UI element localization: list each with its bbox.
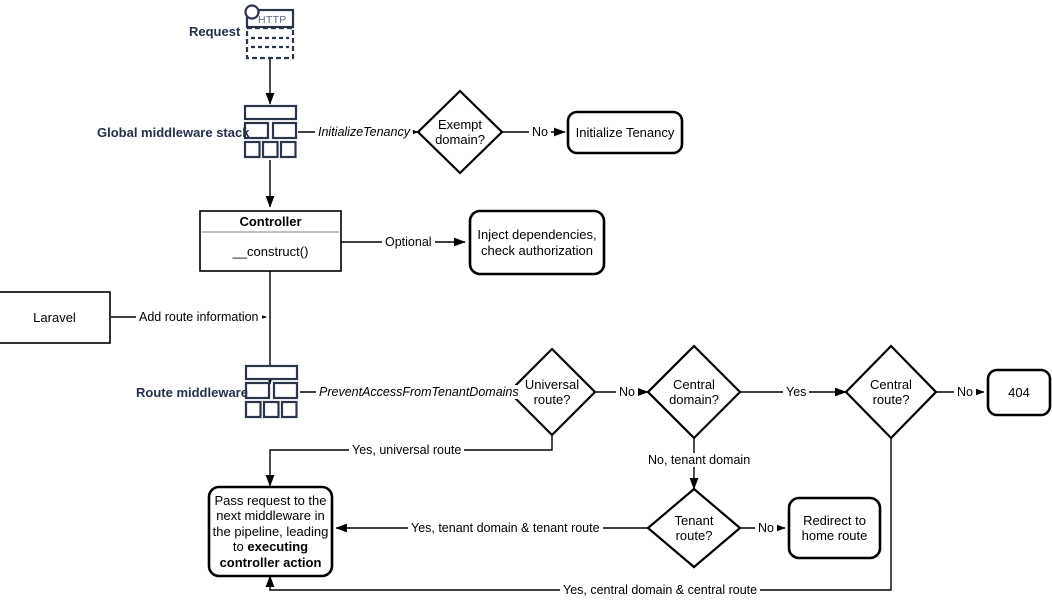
- node-pass-request-bold2: controller action: [219, 554, 322, 570]
- edge-label-yes-universal-route: Yes, universal route: [349, 443, 465, 457]
- decision-universal-route-label: Universal route?: [509, 371, 595, 413]
- decision-tenant-route-line2: route?: [675, 528, 713, 543]
- node-inject-dependencies[interactable]: [468, 209, 606, 276]
- node-pass-request-to-word: to: [232, 539, 248, 555]
- node-controller[interactable]: [199, 210, 342, 272]
- decision-central-domain-line1: Central: [673, 376, 715, 392]
- decision-tenant-route-label: Tenant route?: [648, 507, 740, 549]
- edge-label-yes-tenant-domain-tenant-route: Yes, tenant domain & tenant route: [408, 521, 603, 535]
- decision-exempt-domain-label: Exempt domain?: [418, 111, 502, 153]
- edge-label-yes-central-domain-central-route: Yes, central domain & central route: [560, 583, 761, 597]
- edge-label-central-domain-yes: Yes: [783, 385, 810, 399]
- edge-label-optional: Optional: [382, 235, 435, 249]
- edge-label-exempt-no: No: [529, 125, 551, 139]
- node-controller-method: __construct(): [232, 244, 309, 260]
- node-pass-request-bold1: executing: [247, 539, 309, 555]
- node-pass-request-line4: to executing: [233, 539, 308, 555]
- decision-universal-route-line2: route?: [533, 392, 571, 407]
- node-pass-request-line2: next middleware in: [216, 508, 325, 524]
- decision-central-route[interactable]: [844, 344, 938, 440]
- edge-label-tenant-route-no: No: [755, 521, 777, 535]
- edge-label-universal-no: No: [616, 385, 638, 399]
- decision-universal-route[interactable]: [507, 347, 597, 437]
- node-controller-title: Controller: [239, 214, 302, 230]
- node-inject-dependencies-line1: Inject dependencies,: [477, 227, 597, 242]
- decision-exempt-domain-line2: domain?: [435, 132, 485, 147]
- label-request: Request: [189, 24, 241, 39]
- edge-label-central-route-no: No: [954, 385, 976, 399]
- node-pass-request-line3: the pipeline, leading: [212, 523, 329, 539]
- node-redirect-home-route[interactable]: [787, 496, 882, 560]
- decision-exempt-domain-line1: Exempt: [437, 116, 483, 132]
- http-request-icon: [244, 4, 295, 60]
- decision-exempt-domain[interactable]: [416, 89, 504, 175]
- node-404-label: 404: [1008, 384, 1030, 400]
- decision-central-domain[interactable]: [646, 344, 742, 440]
- node-initialize-tenancy[interactable]: [566, 110, 684, 155]
- decision-central-domain-line2: domain?: [669, 392, 719, 407]
- edge-label-no-tenant-domain: No, tenant domain: [645, 453, 754, 467]
- node-laravel-label: Laravel: [33, 309, 76, 325]
- decision-central-domain-label: Central domain?: [648, 371, 740, 413]
- decision-universal-route-line1: Universal: [524, 376, 580, 392]
- decision-tenant-route-line1: Tenant: [674, 512, 714, 528]
- node-pass-request-label: Pass request to the next middleware in t…: [210, 489, 331, 574]
- node-laravel[interactable]: [0, 291, 111, 344]
- middleware-stack-icon-route: [244, 364, 299, 419]
- decision-central-route-label: Central route?: [846, 371, 936, 413]
- node-redirect-home-route-label: Redirect to home route: [789, 498, 880, 558]
- decision-central-route-line2: route?: [872, 392, 910, 407]
- edge-label-add-route-information: Add route information: [136, 310, 262, 324]
- node-inject-dependencies-label: Inject dependencies, check authorization: [470, 211, 604, 274]
- node-pass-request-line1: Pass request to the: [214, 492, 327, 508]
- node-pass-request[interactable]: [207, 485, 334, 578]
- label-route-middleware: Route middleware: [136, 385, 248, 400]
- label-global-middleware-stack: Global middleware stack: [97, 125, 250, 140]
- edge-label-initialize-tenancy: InitializeTenancy: [315, 125, 413, 139]
- node-redirect-home-route-line1: Redirect to: [803, 512, 866, 528]
- node-inject-dependencies-line2: check authorization: [480, 242, 593, 258]
- node-initialize-tenancy-label: Initialize Tenancy: [575, 124, 675, 140]
- node-redirect-home-route-line2: home route: [801, 528, 868, 543]
- http-label: HTTP: [258, 14, 287, 26]
- middleware-stack-icon-global: [243, 104, 298, 159]
- edge-label-prevent-access: PreventAccessFromTenantDomains: [316, 385, 522, 399]
- node-404[interactable]: [986, 368, 1052, 417]
- decision-tenant-route[interactable]: [646, 487, 742, 569]
- decision-central-route-line1: Central: [870, 376, 912, 392]
